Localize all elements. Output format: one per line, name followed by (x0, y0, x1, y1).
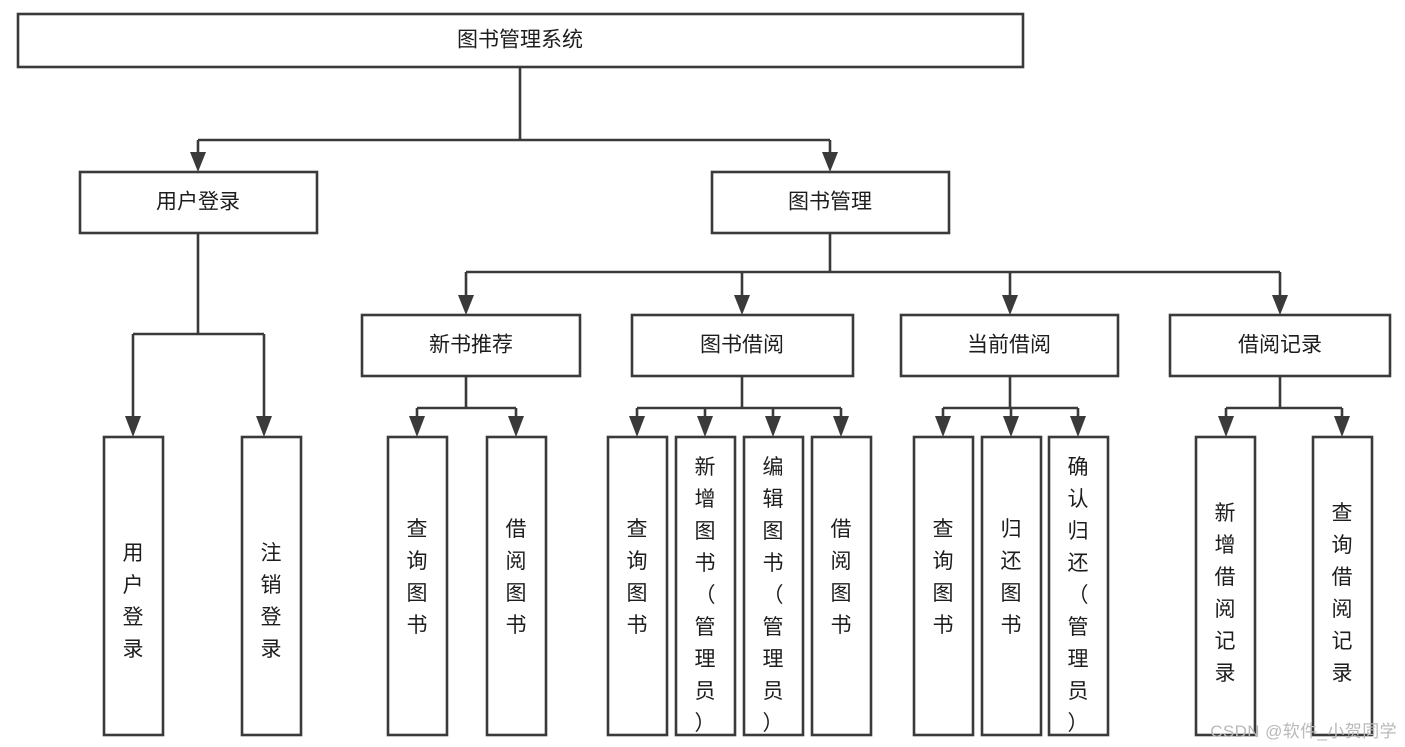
arrow-head-icon (1334, 416, 1350, 437)
node-user-login[interactable]: 用户登录 (78, 170, 319, 235)
leaf-box[interactable] (1047, 435, 1110, 737)
leaf-label: 查询图书 (933, 518, 954, 637)
node-book-management-label: 图书管理 (788, 191, 872, 214)
leaf-box[interactable] (606, 435, 669, 737)
arrow-head-icon (822, 152, 838, 172)
leaf-borrow-borrow-book[interactable]: 借阅图书 (810, 435, 873, 737)
node-book-management-box[interactable] (710, 170, 951, 235)
node-book-borrow-box[interactable] (630, 313, 855, 378)
watermark-label: CSDN @软件_小贺同学 (1210, 722, 1397, 741)
connector-layer (125, 67, 1350, 437)
leaf-label: 编辑图书（管理员） (763, 456, 784, 735)
leaf-box[interactable] (810, 435, 873, 737)
leaf-box[interactable] (240, 435, 303, 737)
node-borrow-record[interactable]: 借阅记录 (1168, 313, 1392, 378)
arrow-head-icon (1272, 295, 1288, 315)
leaf-user-login-login[interactable]: 用户登录 (102, 435, 165, 737)
arrow-head-icon (409, 416, 425, 437)
node-borrow-record-label: 借阅记录 (1238, 334, 1322, 357)
arrow-head-icon (508, 416, 524, 437)
leaf-borrow-add-book-admin[interactable]: 新增图书（管理员） (674, 435, 737, 737)
leaf-label: 查询图书 (627, 518, 648, 637)
node-current-borrow[interactable]: 当前借阅 (899, 313, 1120, 378)
arrow-head-icon (1002, 295, 1018, 315)
leaf-borrow-edit-book-admin[interactable]: 编辑图书（管理员） (742, 435, 805, 737)
leaf-label: 注销登录 (261, 542, 282, 661)
leaf-borrow-query-book[interactable]: 查询图书 (606, 435, 669, 737)
leaf-box[interactable] (386, 435, 449, 737)
arrow-head-icon (1003, 416, 1019, 437)
leaf-record-query-record[interactable]: 查询借阅记录 (1311, 435, 1374, 737)
arrow-head-icon (1218, 416, 1234, 437)
node-new-book-recommend-label: 新书推荐 (429, 334, 513, 357)
leaf-box[interactable] (674, 435, 737, 737)
arrow-head-icon (125, 416, 141, 437)
leaf-label: 用户登录 (123, 542, 144, 661)
arrow-head-icon (256, 416, 272, 437)
leaf-label: 新增图书（管理员） (695, 456, 716, 735)
leaf-box[interactable] (742, 435, 805, 737)
node-root-label: 图书管理系统 (457, 29, 583, 52)
arrow-head-icon (734, 295, 750, 315)
arrow-head-icon (629, 416, 645, 437)
leaf-recommend-query-book[interactable]: 查询图书 (386, 435, 449, 737)
node-new-book-recommend[interactable]: 新书推荐 (360, 313, 582, 378)
leaf-current-query-book[interactable]: 查询图书 (912, 435, 975, 737)
leaf-current-return-book[interactable]: 归还图书 (980, 435, 1043, 737)
arrow-head-icon (458, 295, 474, 315)
leaf-label: 查询借阅记录 (1332, 502, 1353, 685)
node-current-borrow-label: 当前借阅 (967, 334, 1051, 357)
leaf-label: 新增借阅记录 (1215, 502, 1236, 685)
arrow-head-icon (1070, 416, 1086, 437)
leaf-box[interactable] (1194, 435, 1257, 737)
leaf-label: 查询图书 (407, 518, 428, 637)
node-new-book-recommend-box[interactable] (360, 313, 582, 378)
node-user-login-box[interactable] (78, 170, 319, 235)
leaf-user-login-logout[interactable]: 注销登录 (240, 435, 303, 737)
arrow-head-icon (697, 416, 713, 437)
arrow-head-icon (935, 416, 951, 437)
leaf-label: 借阅图书 (506, 518, 527, 637)
leaf-box[interactable] (1311, 435, 1374, 737)
leaf-record-add-record[interactable]: 新增借阅记录 (1194, 435, 1257, 737)
arrow-head-icon (833, 416, 849, 437)
leaf-box[interactable] (980, 435, 1043, 737)
node-user-login-label: 用户登录 (156, 191, 240, 214)
node-book-borrow[interactable]: 图书借阅 (630, 313, 855, 378)
node-root-book-management-system[interactable]: 图书管理系统 (16, 12, 1025, 69)
leaf-label: 归还图书 (1001, 518, 1022, 637)
leaf-box[interactable] (912, 435, 975, 737)
leaf-label: 确认归还（管理员） (1068, 456, 1089, 735)
node-borrow-record-box[interactable] (1168, 313, 1392, 378)
leaf-box[interactable] (102, 435, 165, 737)
leaf-recommend-borrow-book[interactable]: 借阅图书 (485, 435, 548, 737)
node-root-box[interactable] (16, 12, 1025, 69)
leaf-label: 借阅图书 (831, 518, 852, 637)
node-book-management[interactable]: 图书管理 (710, 170, 951, 235)
arrow-head-icon (190, 152, 206, 172)
leaf-box[interactable] (485, 435, 548, 737)
node-book-borrow-label: 图书借阅 (700, 334, 784, 357)
arrow-head-icon (765, 416, 781, 437)
leaf-current-confirm-return-admin[interactable]: 确认归还（管理员） (1047, 435, 1110, 737)
node-current-borrow-box[interactable] (899, 313, 1120, 378)
